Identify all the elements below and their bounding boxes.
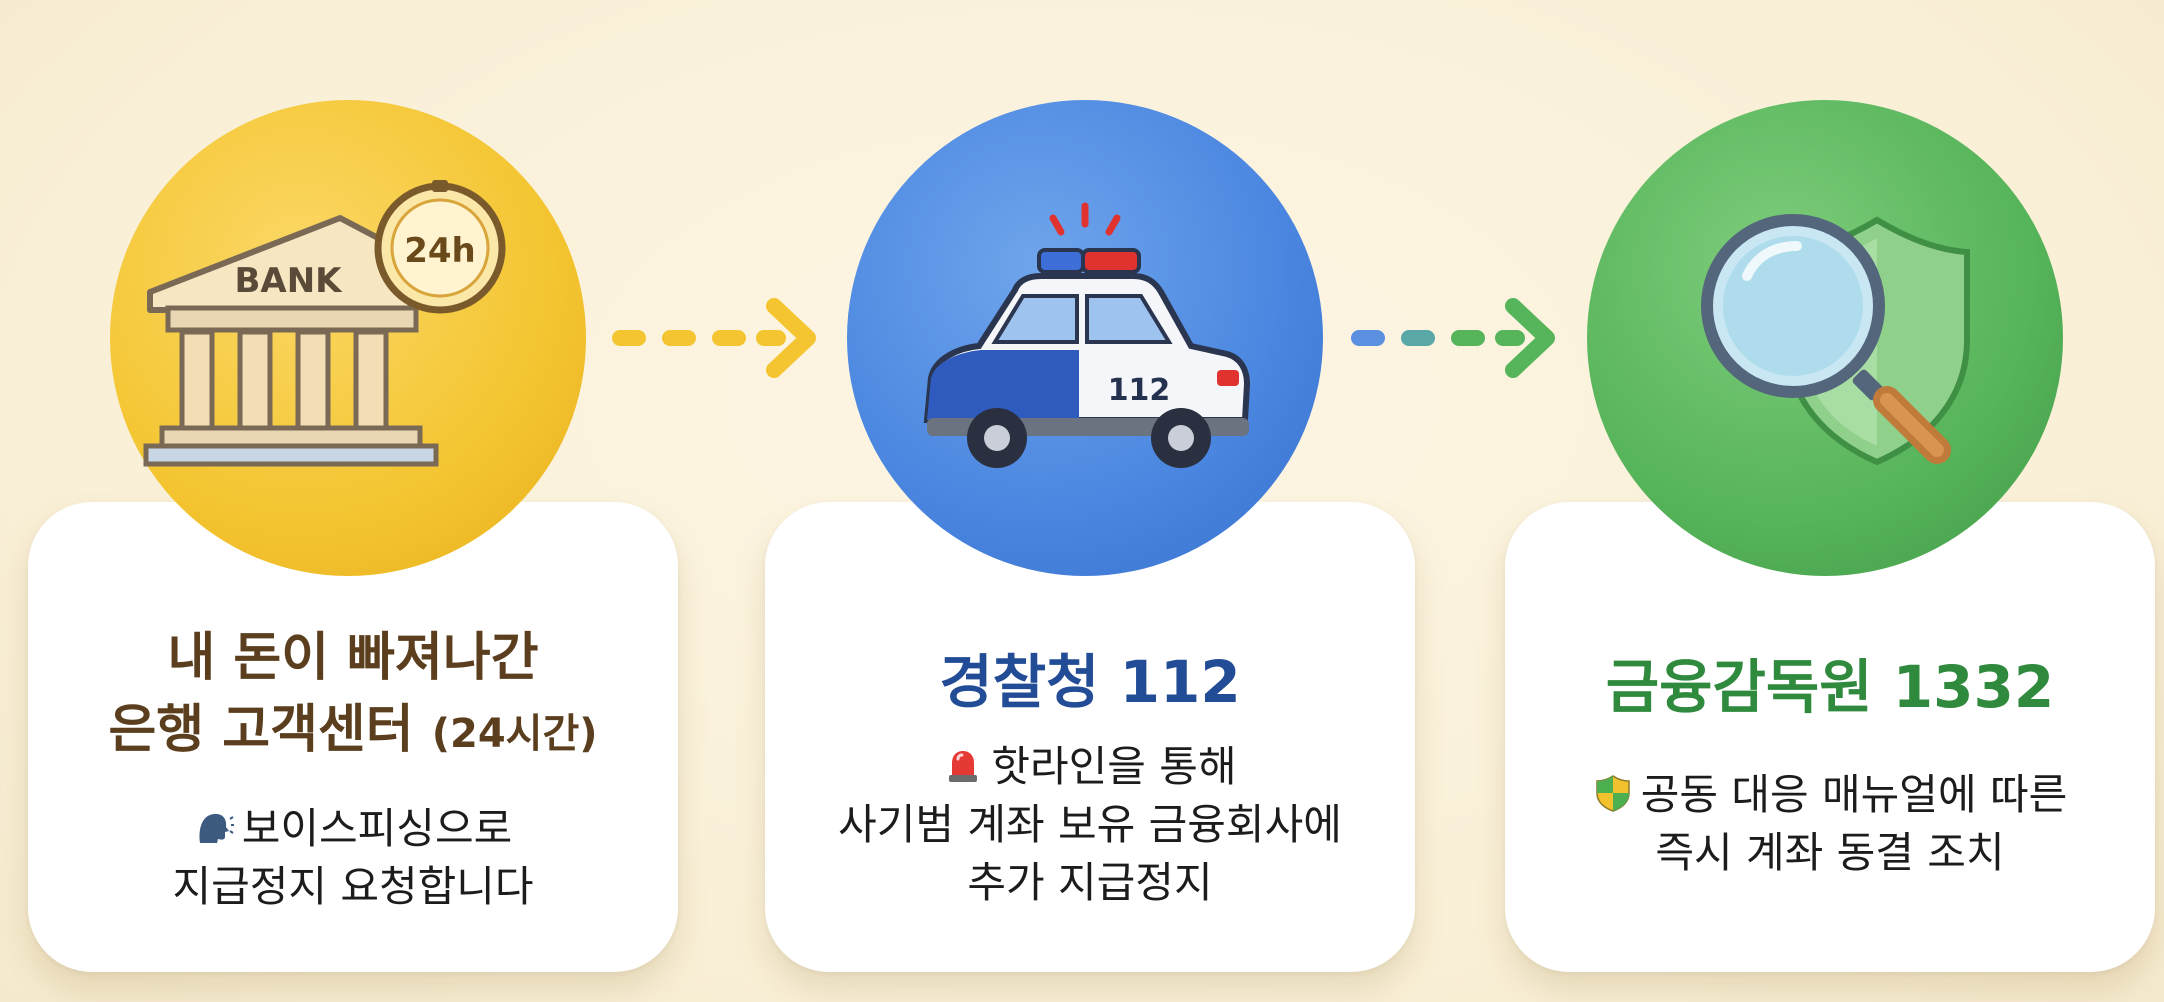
fss-badge <box>1587 100 2063 576</box>
step-bank-title-line1: 내 돈이 빠져나간 <box>167 628 539 688</box>
step-bank-title-line2: 은행 고객센터 <box>108 700 414 760</box>
step-police-card <box>765 502 1415 972</box>
step-police-desc-line3: 추가 지급정지 <box>967 858 1213 907</box>
step-bank-title: 내 돈이 빠져나간 은행 고객센터 (24시간) <box>28 622 678 770</box>
step-bank-desc-line1: 보이스피싱으로 <box>241 804 513 853</box>
bank-icon: BANK 24h <box>143 180 506 467</box>
svg-text:BANK: BANK <box>234 261 343 301</box>
arrow-right-icon <box>1351 298 1555 378</box>
step-fss-desc-line1: 공동 대응 매뉴얼에 따른 <box>1640 770 2068 819</box>
police-badge: 112 <box>847 100 1323 576</box>
step-police: 112 경찰청 112 핫라인을 통해 사기범 계좌 보유 금융회사에 추가 지… <box>765 0 1415 1002</box>
step-fss: 금융감독원 1332 공동 대응 매뉴얼에 따른 즉시 계좌 동결 조치 <box>1505 0 2155 1002</box>
arrow-right-icon <box>612 298 816 378</box>
clock-icon: 24h <box>374 180 506 314</box>
svg-text:24h: 24h <box>404 231 476 271</box>
step-bank-title-suffix: (24시간) <box>431 711 598 757</box>
speaking-head-icon <box>199 813 234 843</box>
step-police-title: 경찰청 112 <box>939 648 1241 716</box>
step-police-description: 핫라인을 통해 사기범 계좌 보유 금융회사에 추가 지급정지 <box>765 738 1415 912</box>
step-bank: BANK 24h 내 돈이 빠져나간 은행 <box>28 0 678 1002</box>
magnifier-icon <box>1701 214 1970 466</box>
bank-badge: BANK 24h <box>110 100 586 576</box>
step-fss-card <box>1505 502 2155 972</box>
svg-text:112: 112 <box>1108 373 1171 408</box>
step-fss-description: 공동 대응 매뉴얼에 따른 즉시 계좌 동결 조치 <box>1505 766 2155 882</box>
siren-icon <box>949 751 978 782</box>
step-fss-desc-line2: 즉시 계좌 동결 조치 <box>1655 828 2005 877</box>
step-police-desc-line2: 사기범 계좌 보유 금융회사에 <box>838 800 1342 849</box>
step-bank-description: 보이스피싱으로 지급정지 요청합니다 <box>28 800 678 916</box>
step-fss-title: 금융감독원 1332 <box>1605 653 2055 721</box>
step-police-desc-line1: 핫라인을 통해 <box>991 742 1237 791</box>
step-bank-desc-line2: 지급정지 요청합니다 <box>172 862 534 911</box>
shield-icon <box>1596 775 1630 812</box>
police-car-icon: 112 <box>923 202 1251 468</box>
step-bank-card <box>28 502 678 972</box>
